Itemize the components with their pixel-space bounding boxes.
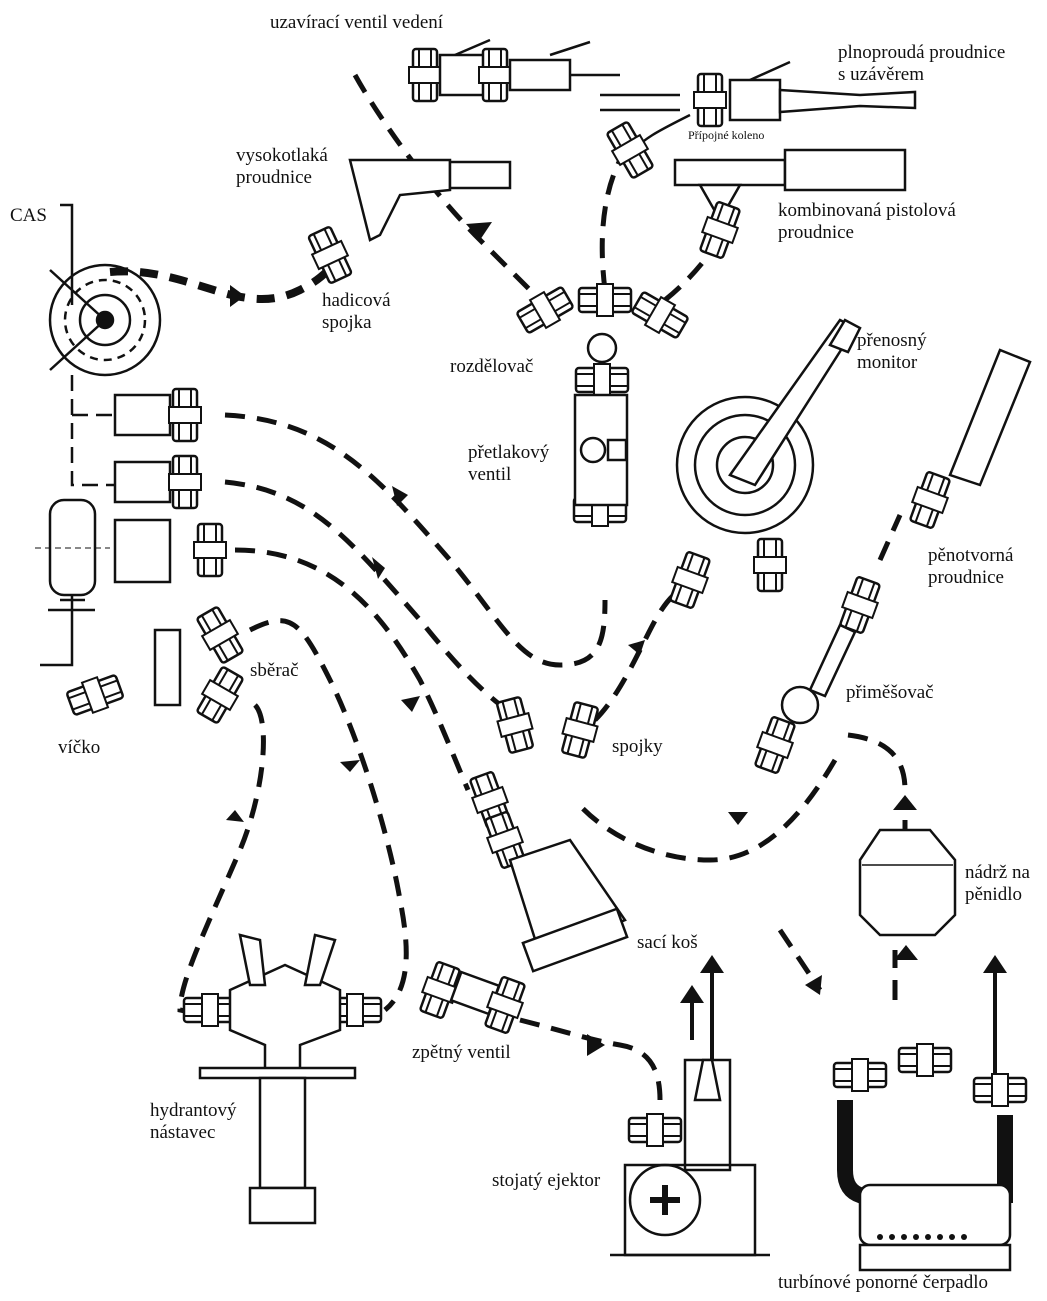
label-hp-line1: vysokotlaká — [236, 145, 328, 167]
label-fullstream-nozzle-line2: s uzávěrem — [838, 64, 1005, 86]
label-ejector: stojatý ejektor — [492, 1170, 600, 1192]
label-foam-tank: nádrž na pěnidlo — [965, 862, 1030, 906]
label-suction-basket: sací koš — [637, 932, 698, 954]
label-fullstream-nozzle: plnoproudá proudnice s uzávěrem — [838, 42, 1005, 86]
label-hydrant-line1: hydrantový — [150, 1100, 237, 1122]
label-relief-line2: ventil — [468, 464, 549, 486]
portable-monitor — [666, 320, 860, 610]
label-pistol-line1: kombinovaná pistolová — [778, 200, 956, 222]
label-proportioner: přiměšovač — [846, 682, 934, 704]
suction-basket — [466, 770, 627, 971]
label-foam-nozzle: pěnotvorná proudnice — [928, 545, 1013, 589]
label-foam-line2: proudnice — [928, 567, 1013, 589]
label-cas: CAS — [10, 205, 47, 227]
shutoff-valve-assembly — [409, 40, 620, 101]
proportioner — [751, 575, 884, 775]
label-check-valve: zpětný ventil — [412, 1042, 511, 1064]
cap — [65, 671, 125, 719]
label-hp-line2: proudnice — [236, 167, 328, 189]
foam-tank — [860, 830, 955, 935]
label-collector: sběrač — [250, 660, 299, 682]
high-pressure-nozzle — [305, 160, 510, 285]
label-couplings: spojky — [612, 736, 663, 758]
label-relief-line1: přetlakový — [468, 442, 549, 464]
label-hydrant: hydrantový nástavec — [150, 1100, 237, 1144]
label-foam-line1: pěnotvorná — [928, 545, 1013, 567]
hydrant-standpipe — [184, 935, 381, 1223]
label-portable-monitor: přenosný monitor — [857, 330, 927, 374]
label-monitor-line1: přenosný — [857, 330, 927, 352]
label-monitor-line2: monitor — [857, 352, 927, 374]
label-tank-line1: nádrž na — [965, 862, 1030, 884]
label-turbine-pump: turbínové ponorné čerpadlo — [778, 1272, 988, 1294]
label-hose-coupling-line2: spojka — [322, 312, 391, 334]
label-pistol-line2: proudnice — [778, 222, 956, 244]
label-fullstream-nozzle-line1: plnoproudá proudnice — [838, 42, 1005, 64]
label-shutoff-valve: uzavírací ventil vedení — [270, 12, 443, 34]
foam-nozzle — [906, 350, 1030, 530]
label-pistol-nozzle: kombinovaná pistolová proudnice — [778, 200, 956, 244]
label-cap: víčko — [58, 737, 100, 759]
label-connecting-elbow: Přípojné koleno — [688, 128, 764, 142]
reel-hose — [110, 255, 340, 299]
label-hose-coupling-line1: hadicová — [322, 290, 391, 312]
label-distributor: rozdělovač — [450, 356, 533, 378]
label-hose-coupling: hadicová spojka — [322, 290, 391, 334]
check-valve — [416, 960, 529, 1035]
collector — [155, 604, 247, 725]
label-high-pressure-nozzle: vysokotlaká proudnice — [236, 145, 328, 189]
label-tank-line2: pěnidlo — [965, 884, 1030, 906]
label-relief-valve: přetlakový ventil — [468, 442, 549, 486]
spare-couplings — [493, 696, 602, 760]
standing-ejector — [610, 1060, 770, 1255]
pressure-relief-valve — [575, 395, 627, 505]
label-hydrant-line2: nástavec — [150, 1122, 237, 1144]
